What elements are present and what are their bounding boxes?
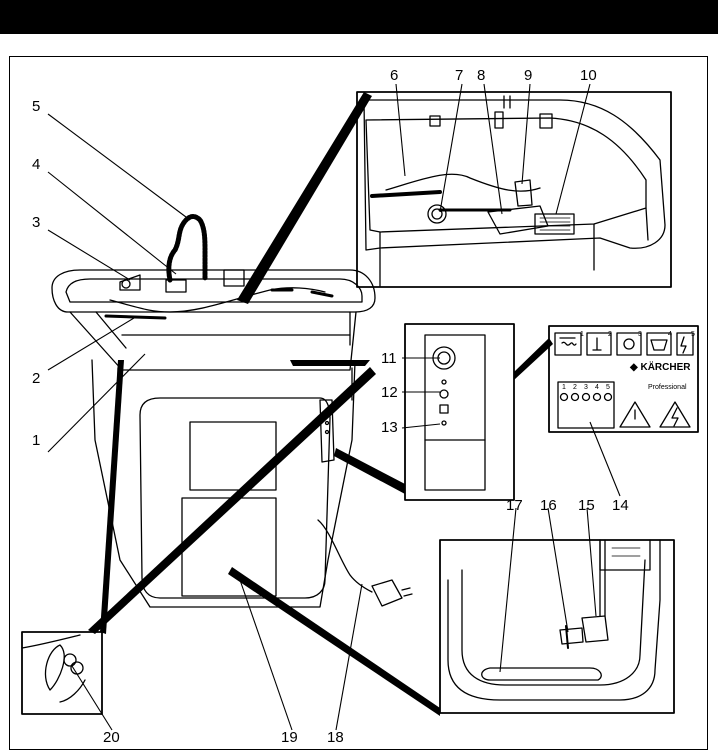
brand-name: KÄRCHER: [640, 360, 691, 373]
callout-6: 6: [390, 67, 398, 84]
callout-15: 15: [578, 497, 595, 514]
callout-14: 14: [612, 497, 629, 514]
callout-11: 11: [381, 350, 397, 367]
control-detail: [405, 324, 514, 500]
icon-number-1: 1: [580, 331, 584, 338]
callout-17: 17: [506, 497, 523, 514]
callout-18: 18: [327, 729, 344, 746]
brand-subtitle: Professional: [648, 384, 687, 391]
callout-10: 10: [580, 67, 597, 84]
callout-13: 13: [381, 419, 398, 436]
icon-number-4: 4: [668, 331, 672, 338]
brand-logo: ◆ KÄRCHER: [629, 360, 691, 373]
callout-16: 16: [540, 497, 557, 514]
callout-5: 5: [32, 98, 40, 115]
led-number-5: 5: [606, 384, 610, 391]
icon-number-5: 5: [691, 331, 695, 338]
callout-7: 7: [455, 67, 463, 84]
callout-9: 9: [524, 67, 532, 84]
callout-19: 19: [281, 729, 298, 746]
led-number-1: 1: [562, 384, 566, 391]
callout-4: 4: [32, 156, 40, 173]
callout-8: 8: [477, 67, 485, 84]
callout-12: 12: [381, 384, 398, 401]
callout-1: 1: [32, 432, 40, 449]
icon-number-3: 3: [638, 331, 642, 338]
callout-2: 2: [32, 370, 40, 387]
brand-mark: ◆: [629, 362, 638, 373]
led-number-2: 2: [573, 384, 577, 391]
sink-detail: [357, 92, 671, 287]
callout-3: 3: [32, 214, 40, 231]
icon-number-2: 2: [608, 331, 612, 338]
led-number-4: 4: [595, 384, 599, 391]
label-panel-detail: [549, 326, 698, 432]
led-number-3: 3: [584, 384, 588, 391]
callout-20: 20: [103, 729, 120, 746]
hose-detail: [22, 632, 102, 714]
